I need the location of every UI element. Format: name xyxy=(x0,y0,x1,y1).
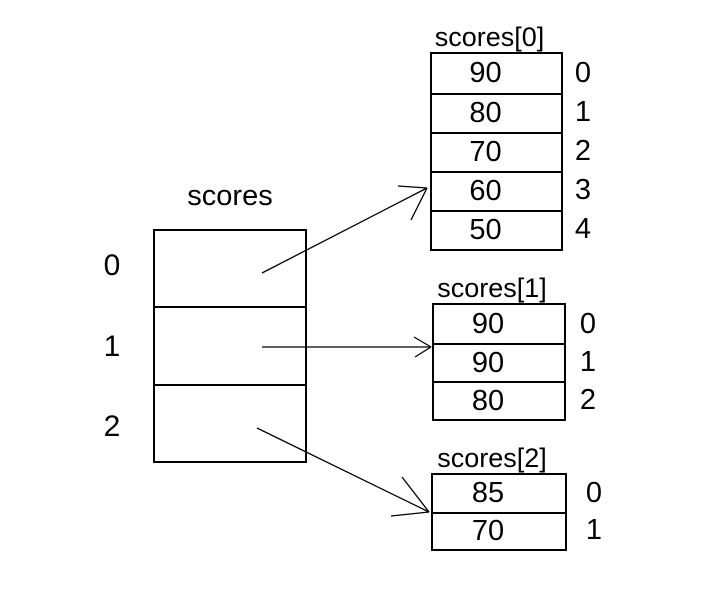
sub-array-1-indices: 0 1 2 xyxy=(577,305,599,419)
array-cell: 90 xyxy=(434,343,564,381)
array-cell: 80 xyxy=(432,93,561,132)
index-label: 4 xyxy=(574,213,592,245)
sub-array-1-title: scores[1] xyxy=(437,273,547,303)
main-array-cell-0 xyxy=(155,231,305,306)
index-label: 2 xyxy=(574,135,592,167)
array-cell: 90 xyxy=(471,307,505,340)
index-label: 3 xyxy=(574,174,592,206)
array-cell: 85 xyxy=(471,477,505,509)
array-cell: 90 xyxy=(469,57,502,89)
sub-array-1-box: 90 90 80 xyxy=(432,303,566,421)
sub-array-0-title: scores[0] xyxy=(434,22,545,52)
sub-array-2-box: 85 70 xyxy=(431,473,567,551)
array-cell: 70 xyxy=(432,132,561,171)
main-array-title: scores xyxy=(187,180,273,212)
index-label: 0 xyxy=(574,57,592,89)
sub-array-2-title: scores[2] xyxy=(437,443,547,473)
array-cell: 70 xyxy=(433,512,565,549)
main-array-index-2: 2 xyxy=(103,410,121,443)
main-array-index-0: 0 xyxy=(103,249,121,282)
array-cell: 80 xyxy=(434,381,564,419)
main-array-cell-2 xyxy=(155,383,305,461)
sub-array-2-indices: 0 1 xyxy=(583,475,605,549)
array-cell: 50 xyxy=(432,210,561,249)
index-label: 1 xyxy=(585,514,603,546)
index-label: 1 xyxy=(574,96,592,128)
array-cell: 60 xyxy=(432,171,561,210)
sub-array-0-indices: 0 1 2 3 4 xyxy=(572,54,594,249)
main-array-box xyxy=(153,229,307,463)
index-label: 0 xyxy=(585,477,603,509)
index-label: 0 xyxy=(579,307,597,340)
main-array-index-1: 1 xyxy=(103,330,121,363)
sub-array-0-box: 90 80 70 60 50 xyxy=(430,52,563,251)
main-array-cell-1 xyxy=(155,306,305,383)
index-label: 2 xyxy=(579,383,597,416)
index-label: 1 xyxy=(579,345,597,378)
